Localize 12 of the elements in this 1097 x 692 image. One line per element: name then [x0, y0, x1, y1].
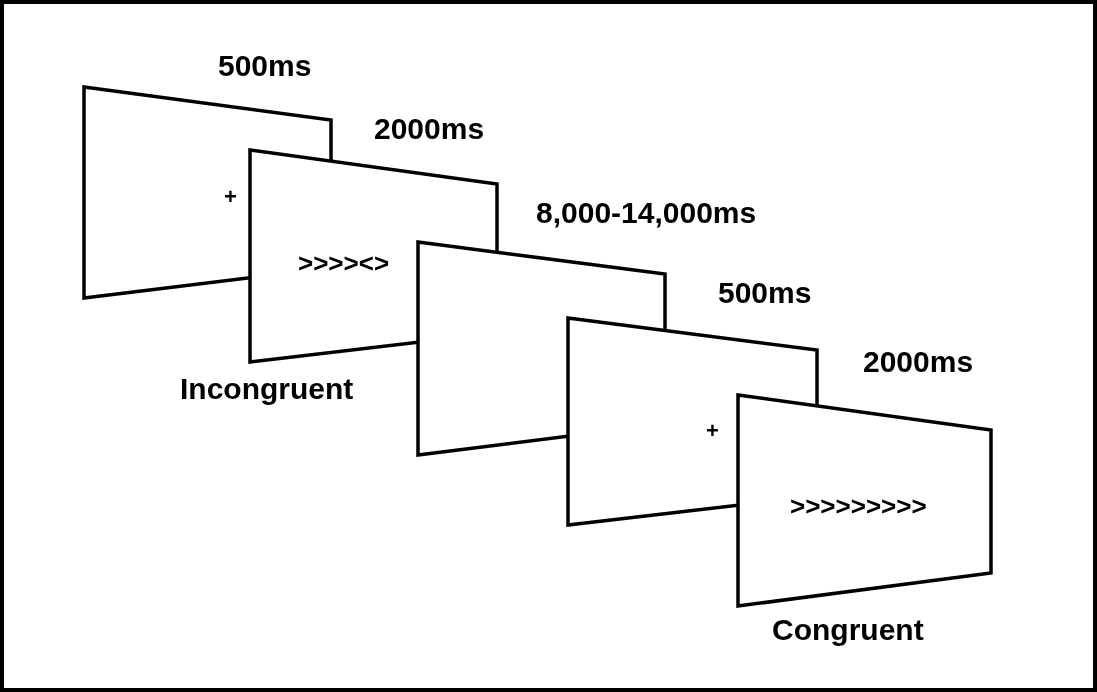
- stimulus-text: +: [224, 186, 237, 208]
- duration-label: 500ms: [718, 278, 812, 308]
- stimulus-text: >>>><>: [298, 250, 390, 276]
- duration-label: 8,000-14,000ms: [536, 198, 757, 228]
- stimulus-text: >>>>>>>>>: [790, 493, 927, 519]
- screen-frame: [736, 393, 992, 608]
- duration-label: 2000ms: [863, 347, 974, 377]
- stimulus-text: +: [706, 420, 719, 442]
- duration-label: 500ms: [218, 51, 312, 81]
- condition-label: Congruent: [772, 615, 924, 645]
- duration-label: 2000ms: [374, 114, 485, 144]
- condition-label: Incongruent: [180, 374, 354, 404]
